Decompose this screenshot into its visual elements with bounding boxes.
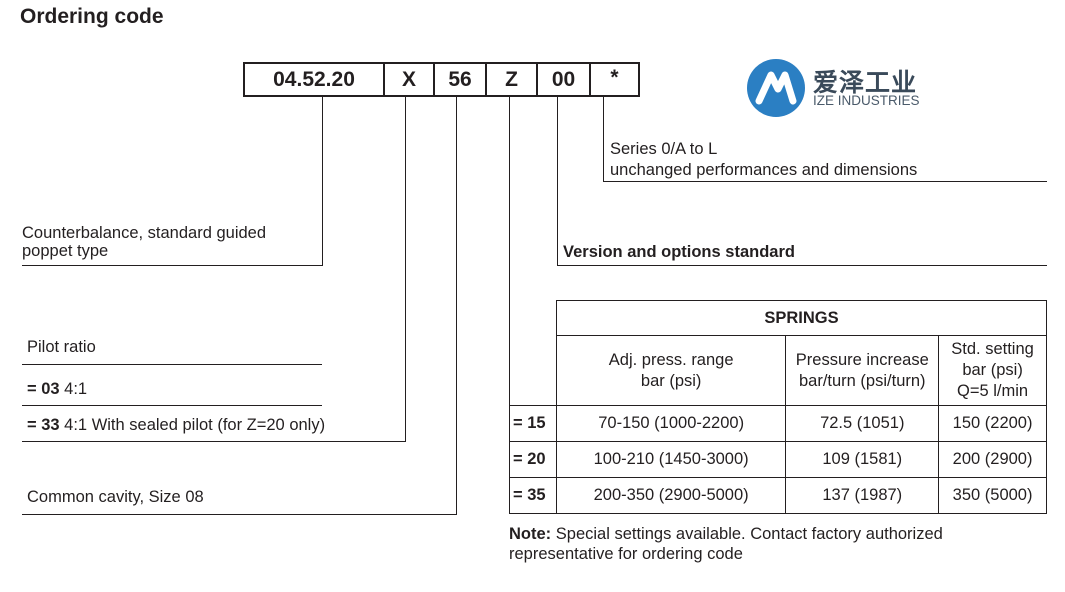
code-segment-cavity: 56 xyxy=(433,62,485,97)
note-text-1: Special settings available. Contact fact… xyxy=(555,525,943,543)
version-text: Version and options standard xyxy=(563,243,795,261)
page-title: Ordering code xyxy=(20,5,164,28)
series-text-2: unchanged performances and dimensions xyxy=(610,161,918,179)
header-increase: Pressure increase bar/turn (psi/turn) xyxy=(785,335,940,406)
logo-mark-icon xyxy=(747,59,805,117)
header-increase-line2: bar/turn (psi/turn) xyxy=(798,371,926,390)
table-row: = 20 100-210 (1450-3000) 109 (1581) 200 … xyxy=(509,441,1047,478)
spring-std: 200 (2900) xyxy=(938,441,1047,478)
header-range-line1: Adj. press. range xyxy=(608,350,734,369)
spring-range: 70-150 (1000-2200) xyxy=(555,405,787,442)
header-std-line1: Std. setting xyxy=(951,340,1034,358)
pilot-03-text: 4:1 xyxy=(64,380,88,398)
header-std-line3: Q=5 l/min xyxy=(957,382,1029,400)
spring-increase: 72.5 (1051) xyxy=(785,405,940,442)
note-line-2: representative for ordering code xyxy=(509,545,743,563)
header-range: Adj. press. range bar (psi) xyxy=(555,335,787,406)
logo-text-en: IZE INDUSTRIES xyxy=(813,93,920,108)
series-text-1: Series 0/A to L xyxy=(610,140,718,158)
pilot-33-text: 4:1 With sealed pilot (for Z=20 only) xyxy=(64,416,326,434)
company-logo: 爱泽工业 IZE INDUSTRIES xyxy=(745,57,925,117)
spring-code: = 35 xyxy=(509,477,557,514)
code-segment-x: X xyxy=(383,62,433,97)
springs-corner xyxy=(509,300,557,336)
spring-range: 200-350 (2900-5000) xyxy=(555,477,787,514)
spring-std: 150 (2200) xyxy=(938,405,1047,442)
springs-header-empty xyxy=(509,335,557,406)
cavity-text: Common cavity, Size 08 xyxy=(27,488,204,506)
spring-code: = 20 xyxy=(509,441,557,478)
code-segment-base: 04.52.20 xyxy=(243,62,383,97)
spring-code: = 15 xyxy=(509,405,557,442)
table-row: = 15 70-150 (1000-2200) 72.5 (1051) 150 … xyxy=(509,405,1047,442)
springs-table: SPRINGS Adj. press. range bar (psi) Pres… xyxy=(509,300,1048,514)
pilot-ratio-title: Pilot ratio xyxy=(27,338,96,356)
header-std-line2: bar (psi) xyxy=(962,361,1023,379)
header-range-line2: bar (psi) xyxy=(640,371,702,390)
note-label: Note: xyxy=(509,525,552,543)
header-increase-line1: Pressure increase xyxy=(795,350,929,369)
pilot-03-code: = 03 xyxy=(27,380,60,398)
header-std: Std. setting bar (psi) Q=5 l/min xyxy=(938,335,1047,406)
note-line-1: Note: Special settings available. Contac… xyxy=(509,525,943,544)
counterbalance-text-2: poppet type xyxy=(22,242,109,260)
pilot-option-03: = 03 4:1 xyxy=(27,380,87,399)
code-segment-series: * xyxy=(589,62,640,97)
spring-increase: 137 (1987) xyxy=(785,477,940,514)
pilot-option-33: = 33 4:1 With sealed pilot (for Z=20 onl… xyxy=(27,416,325,435)
pilot-33-code: = 33 xyxy=(27,416,60,434)
code-segment-z: Z xyxy=(485,62,536,97)
code-segment-version: 00 xyxy=(536,62,589,97)
spring-increase: 109 (1581) xyxy=(785,441,940,478)
table-row: = 35 200-350 (2900-5000) 137 (1987) 350 … xyxy=(509,477,1047,514)
spring-range: 100-210 (1450-3000) xyxy=(555,441,787,478)
spring-std: 350 (5000) xyxy=(938,477,1047,514)
counterbalance-text-1: Counterbalance, standard guided xyxy=(22,224,267,242)
logo-text-cn: 爱泽工业 xyxy=(813,69,918,97)
springs-title: SPRINGS xyxy=(555,300,1048,336)
